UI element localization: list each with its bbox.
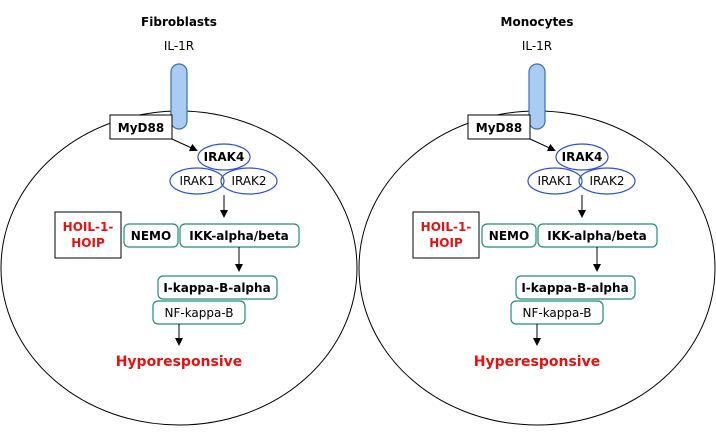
lubac-label-line2: HOIP	[71, 236, 105, 250]
nemo-label: NEMO	[131, 229, 171, 243]
irak4-oval	[555, 143, 609, 171]
nfkb-box	[152, 300, 246, 325]
panel-title: Monocytes	[501, 15, 574, 29]
cell-membrane	[0, 110, 358, 426]
ikk-label: IKK-alpha/beta	[189, 229, 288, 243]
irak4-label: IRAK4	[204, 150, 245, 164]
myd88-box	[109, 114, 173, 140]
ikb-label: I-kappa-B-alpha	[163, 281, 270, 295]
panel-fibroblasts: Fibroblasts IL-1R MyD88 IRAK4 IRAK1 IRAK…	[0, 15, 358, 426]
irak4-oval	[197, 143, 251, 171]
arrow-myd88-irak4	[171, 138, 198, 152]
lubac-label-line1: HOIL-1-	[63, 220, 114, 234]
irak4-label: IRAK4	[562, 150, 603, 164]
nfkb-label: NF-kappa-B	[164, 306, 233, 320]
panel-monocytes: Monocytes IL-1R MyD88 IRAK4 IRAK1 IRAK2 …	[358, 15, 716, 426]
ikk-label: IKK-alpha/beta	[547, 229, 646, 243]
panel-title: Fibroblasts	[141, 15, 217, 29]
lubac-box	[54, 211, 122, 259]
receptor-label: IL-1R	[522, 39, 552, 53]
irak2-label: IRAK2	[231, 174, 266, 188]
receptor-label: IL-1R	[164, 39, 194, 53]
irak1-label: IRAK1	[179, 174, 214, 188]
myd88-label: MyD88	[476, 121, 522, 135]
irak2-oval	[220, 167, 278, 195]
nemo-box	[481, 223, 537, 248]
receptor-shape	[170, 63, 188, 130]
myd88-box	[467, 114, 531, 140]
ikb-label: I-kappa-B-alpha	[521, 281, 628, 295]
ikb-box	[515, 275, 636, 300]
nemo-label: NEMO	[489, 229, 529, 243]
outcome-label: Hyporesponsive	[116, 354, 243, 370]
nfkb-box	[510, 300, 604, 325]
myd88-label: MyD88	[118, 121, 164, 135]
irak1-oval	[527, 167, 583, 195]
irak1-label: IRAK1	[537, 174, 572, 188]
irak2-label: IRAK2	[589, 174, 624, 188]
ikb-box	[157, 275, 278, 300]
lubac-box	[412, 211, 480, 259]
outcome-label: Hyperesponsive	[474, 354, 600, 370]
nfkb-label: NF-kappa-B	[522, 306, 591, 320]
irak1-oval	[169, 167, 225, 195]
lubac-label-line2: HOIP	[429, 236, 463, 250]
nemo-box	[123, 223, 179, 248]
arrow-myd88-irak4	[529, 138, 556, 152]
cell-membrane	[358, 110, 716, 426]
receptor-shape	[528, 63, 546, 130]
lubac-label-line1: HOIL-1-	[421, 220, 472, 234]
irak2-oval	[578, 167, 636, 195]
